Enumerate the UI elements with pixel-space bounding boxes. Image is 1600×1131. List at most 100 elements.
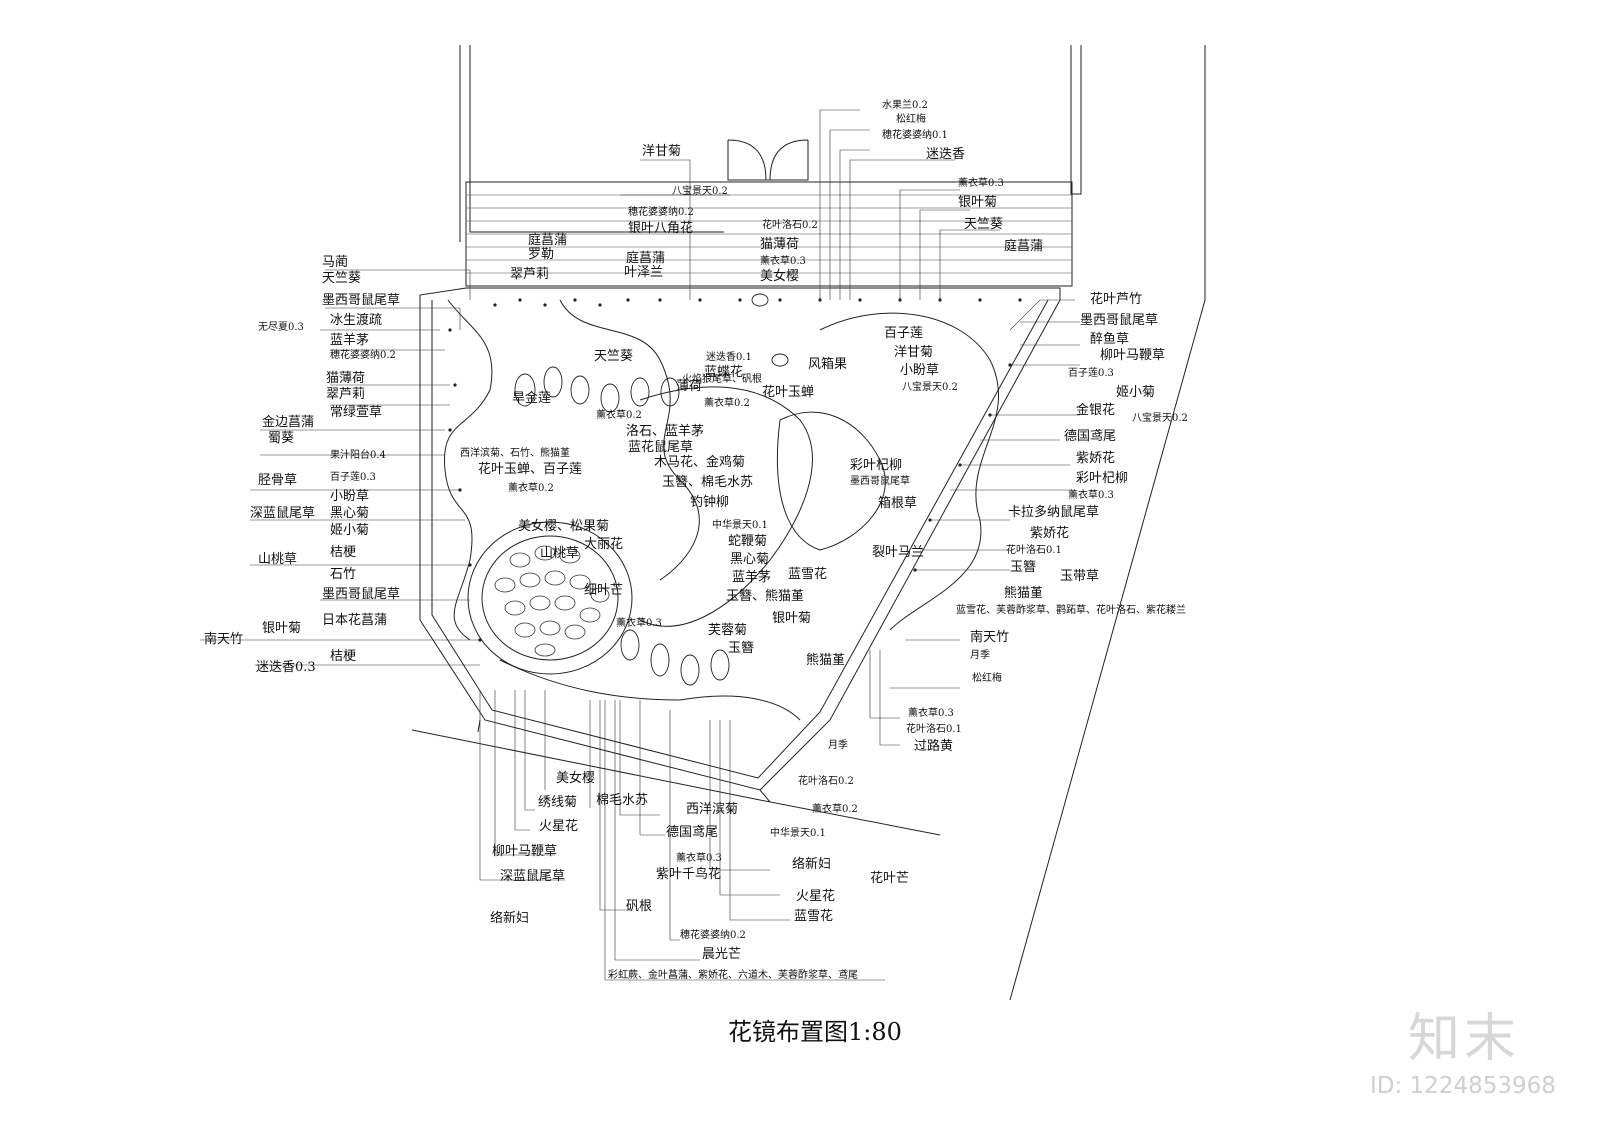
plant-label: 美女樱、松果菊 — [518, 519, 610, 534]
plant-label: 大丽花 — [584, 537, 624, 552]
plant-label: 西洋滨菊、石竹、熊猫堇 — [460, 448, 570, 459]
plant-label: 德国鸢尾 — [1064, 429, 1117, 444]
plant-label: 庭菖蒲 — [528, 233, 568, 248]
plant-label: 钓钟柳 — [690, 495, 730, 510]
plant-label: 紫娇花 — [1076, 451, 1116, 466]
plant-label: 穗花婆婆纳0.2 — [680, 930, 746, 941]
plant-label: 柳叶马鞭草 — [1100, 348, 1166, 363]
plant-label: 绣线菊 — [538, 795, 578, 810]
plant-label: 蓝雪花 — [788, 567, 828, 582]
plant-label: 金银花 — [1076, 403, 1116, 418]
plant-label: 马蔺 — [322, 255, 349, 270]
plant-label: 金边菖蒲 — [262, 415, 315, 430]
plant-label: 风箱果 — [808, 357, 848, 372]
plant-label: 火星花 — [539, 819, 579, 834]
garden-boundary — [419, 287, 1061, 791]
bed-left-curve — [443, 299, 493, 641]
plant-label: 胫骨草 — [258, 473, 298, 488]
plant-label: 百子莲0.3 — [330, 472, 376, 483]
gravel-pebbles — [494, 545, 610, 657]
plant-label: 松红梅 — [896, 114, 926, 125]
plant-label: 花叶洛石0.1 — [1006, 545, 1062, 556]
plant-label: 德国鸢尾 — [666, 825, 719, 840]
plant-label: 小盼草 — [330, 489, 370, 504]
plant-label: 洋甘菊 — [642, 144, 682, 159]
plant-label: 桔梗 — [330, 545, 357, 560]
plant-label: 玉簪、棉毛水苏 — [662, 475, 754, 490]
plant-label: 柳叶马鞭草 — [492, 844, 558, 859]
plant-label: 薰衣草0.3 — [676, 853, 722, 864]
plant-label: 日本花菖蒲 — [322, 613, 388, 628]
plant-label: 山桃草 — [540, 546, 580, 561]
plant-label: 熊猫堇 — [1004, 586, 1044, 601]
plant-label: 薰衣草0.3 — [908, 708, 954, 719]
plant-label: 黑心菊 — [330, 506, 370, 521]
plant-label: 裂叶马兰 — [872, 545, 925, 560]
property-line-right — [1009, 45, 1206, 1001]
plant-label: 火焰狼尾草、矾根 — [682, 374, 762, 385]
plant-label: 薰衣草0.2 — [704, 398, 750, 409]
plant-label: 穗花婆婆纳0.2 — [330, 350, 396, 361]
plant-label: 彩叶杞柳 — [1076, 471, 1129, 486]
plant-label: 花叶洛石0.2 — [762, 220, 818, 231]
building-wall-right — [1070, 45, 1082, 195]
leader-lines — [200, 109, 1080, 981]
plant-label: 木马花、金鸡菊 — [654, 455, 746, 470]
plant-label: 墨西哥鼠尾草 — [850, 476, 910, 487]
garden-edge-inner — [431, 299, 1049, 779]
plant-label: 玉簪、熊猫堇 — [726, 589, 805, 604]
building-wall-left — [459, 45, 724, 242]
round-gravel-bed-outer — [467, 521, 633, 675]
plant-label: 西洋滨菊 — [686, 802, 739, 817]
bed-bottom — [499, 659, 801, 721]
plant-label: 天竺葵 — [594, 349, 634, 364]
plant-label: 花叶玉蝉、百子莲 — [478, 462, 583, 477]
brand-watermark: 知末 — [1408, 1009, 1521, 1069]
deck-boards — [466, 194, 1072, 274]
plant-label: 络新妇 — [490, 911, 530, 926]
plant-label: 蓝雪花、芙蓉酢浆草、鹳跖草、花叶洛石、紫花耧兰 — [956, 605, 1186, 616]
plant-label: 洛石、蓝羊茅 — [626, 424, 705, 439]
plant-label: 常绿萱草 — [330, 405, 383, 420]
plant-label: 墨西哥鼠尾草 — [1080, 313, 1159, 328]
plant-label: 水果兰0.2 — [882, 100, 928, 111]
plant-label: 晨光芒 — [702, 947, 742, 962]
plant-label: 猫薄荷 — [326, 371, 366, 386]
plant-label: 蓝羊茅 — [330, 333, 370, 348]
plant-label: 迷迭香 — [926, 147, 966, 162]
plant-label: 络新妇 — [792, 857, 832, 872]
plant-label: 小盼草 — [900, 363, 940, 378]
plant-label: 银叶八角花 — [628, 221, 694, 236]
plant-label: 八宝景天0.2 — [1132, 413, 1188, 424]
plant-label: 银叶菊 — [262, 621, 302, 636]
plant-label: 薰衣草0.3 — [616, 618, 662, 629]
bed-right-inner — [776, 411, 886, 551]
plant-label: 迷迭香0.1 — [706, 352, 752, 363]
bed-center-top — [559, 299, 700, 581]
plant-label: 八宝景天0.2 — [902, 382, 958, 393]
plant-label: 薰衣草0.2 — [508, 483, 554, 494]
drawing-title: 花镜布置图1:80 — [728, 1018, 902, 1046]
plant-label: 紫娇花 — [1030, 526, 1070, 541]
plant-label: 果汁阳台0.4 — [330, 450, 386, 461]
plant-label: 芙蓉菊 — [708, 623, 748, 638]
plant-label: 棉毛水苏 — [596, 793, 649, 808]
plant-label: 花叶芒 — [870, 871, 910, 886]
plant-label: 美女樱 — [556, 771, 596, 786]
plant-label: 天竺葵 — [322, 271, 362, 286]
bottom-edging — [411, 719, 941, 836]
plant-label: 彩虹蕨、金叶菖蒲、紫娇花、六道木、芙蓉酢浆草、鸢尾 — [608, 970, 858, 981]
plant-label: 天竺葵 — [964, 217, 1004, 232]
round-gravel-bed — [481, 535, 619, 661]
plant-label: 穗花婆婆纳0.2 — [628, 207, 694, 218]
plant-label: 箱根草 — [878, 496, 918, 511]
plant-label: 熊猫堇 — [806, 653, 846, 668]
plant-label: 紫叶千鸟花 — [656, 867, 722, 882]
plant-label: 猫薄荷 — [760, 237, 800, 252]
plant-label: 深蓝鼠尾草 — [500, 869, 566, 884]
plant-label: 花叶洛石0.2 — [798, 776, 854, 787]
bed-center-loop — [639, 386, 813, 627]
plant-label: 过路黄 — [914, 739, 954, 754]
plant-label: 月季 — [970, 650, 990, 661]
